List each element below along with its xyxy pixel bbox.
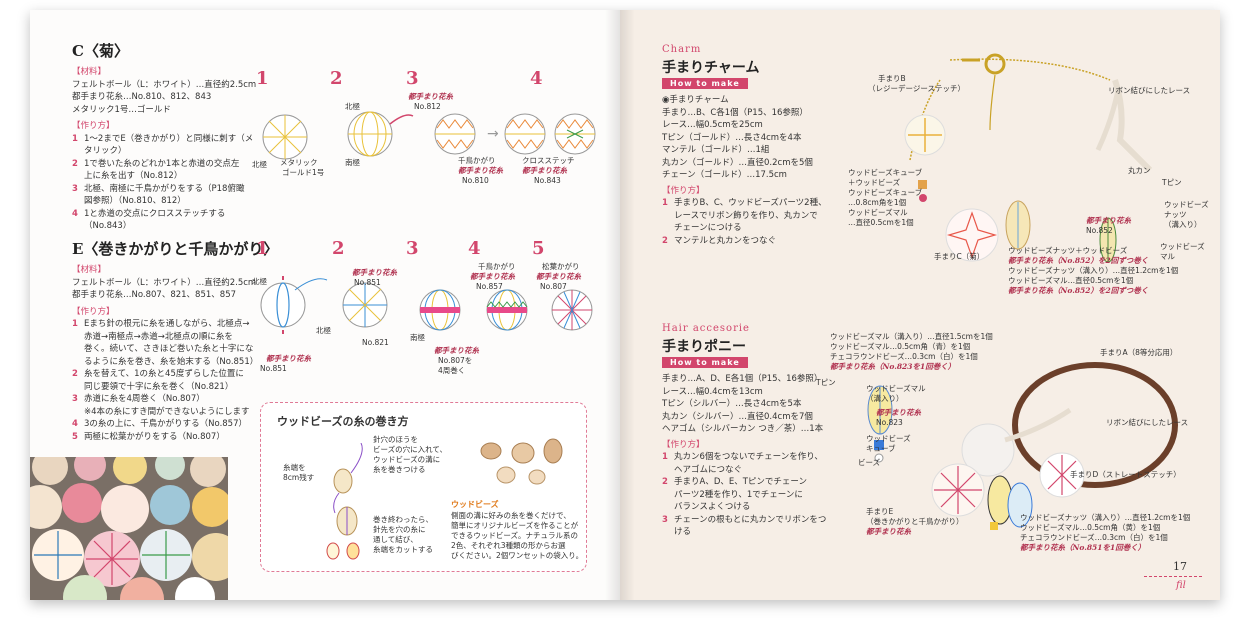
- hair-howto-badge: How to make: [662, 357, 748, 368]
- wood-beads-illustration: [480, 438, 563, 485]
- wood-beads-desc: 側面の溝に好みの糸を巻くだけで、 簡単にオリジナルビーズを作ることが できるウッ…: [451, 511, 584, 560]
- diagram-number: 2: [330, 68, 343, 89]
- wood-beads-tip-box: ウッドビーズの糸の巻き方 針穴のほうを ビーズの穴に入れて、 ウッドビーズの溝に…: [260, 402, 587, 572]
- tip-note-1: 針穴のほうを ビーズの穴に入れて、 ウッドビーズの溝に 糸を巻きつける: [373, 435, 448, 474]
- right-page: Charm 手まりチャーム How to make ◉手まりチャーム 手まり…B…: [620, 10, 1220, 600]
- section-c-text: 【材料】 フェルトボール（L：ホワイト）…直径約2.5cm 都手まり花糸…No.…: [72, 67, 257, 232]
- ball-e2: [342, 282, 388, 328]
- diagram-number: 5: [532, 238, 545, 259]
- ball-e1: [260, 276, 328, 334]
- c-diagram-illustration: →: [262, 111, 596, 160]
- ball-4: [554, 113, 596, 155]
- hair-tie-illustration: [867, 362, 1178, 530]
- footer-divider: [1144, 576, 1202, 577]
- ball-1: [262, 114, 308, 160]
- section-e-title: E〈巻きかがりと千鳥かがり〉: [72, 240, 279, 258]
- hair-title: 手まりポニー: [662, 339, 746, 355]
- section-c-title: C〈菊〉: [72, 42, 129, 60]
- e-diagram-illustration: [260, 276, 593, 334]
- ball-2: [347, 111, 414, 157]
- ball-e5: [551, 289, 593, 331]
- page-number: 17: [1173, 560, 1187, 573]
- ball-3b: [504, 113, 546, 155]
- left-page: C〈菊〉 【材料】 フェルトボール（L：ホワイト）…直径約2.5cm 都手まり花…: [30, 10, 620, 600]
- ball-e4: [486, 289, 528, 331]
- diagram-number: 4: [530, 68, 543, 89]
- materials-label: 【材料】: [72, 67, 107, 77]
- charm-illustration: [904, 53, 1153, 263]
- tip-note-3: 巻き終わったら、 針先を穴の糸に 通して結び、 糸端をカットする: [373, 515, 433, 554]
- diagram-number: 2: [332, 238, 345, 259]
- charm-title: 手まりチャーム: [662, 60, 760, 76]
- charm-materials: ◉手まりチャーム 手まり…B、C各1個（P15、16参照） レース…幅0.5cm…: [662, 95, 827, 246]
- diagram-number: 1: [256, 238, 269, 259]
- footer-mark: fil: [1176, 580, 1186, 591]
- threading-illustration: [326, 443, 363, 560]
- diagram-number: 1: [256, 68, 269, 89]
- diagram-number: 4: [468, 238, 481, 259]
- ball-e3: [419, 289, 461, 331]
- tip-title: ウッドビーズの糸の巻き方: [277, 415, 409, 428]
- temari-balls-image: [30, 457, 228, 600]
- hair-materials: 手まり…A、D、E各1個（P15、16参照） レース…幅0.4cmを13cm T…: [662, 374, 827, 538]
- diagram-number: 3: [406, 68, 419, 89]
- book-spread: C〈菊〉 【材料】 フェルトボール（L：ホワイト）…直径約2.5cm 都手まり花…: [30, 10, 1220, 600]
- wood-beads-label: ウッドビーズ: [451, 500, 499, 509]
- diagram-number: 3: [406, 238, 419, 259]
- charm-howto-badge: How to make: [662, 78, 748, 89]
- ball-3: [434, 113, 476, 155]
- hair-eng-title: Hair accesorie: [662, 323, 750, 334]
- method-label: 【作り方】: [72, 121, 115, 131]
- tip-note-2: 糸端を 8cm残す: [283, 463, 315, 482]
- temari-photo: [30, 457, 228, 600]
- section-e-text: 【材料】 フェルトボール（L：ホワイト）…直径約2.5cm 都手まり花糸…No.…: [72, 265, 259, 442]
- charm-eng-title: Charm: [662, 44, 702, 55]
- svg-text:→: →: [487, 126, 499, 142]
